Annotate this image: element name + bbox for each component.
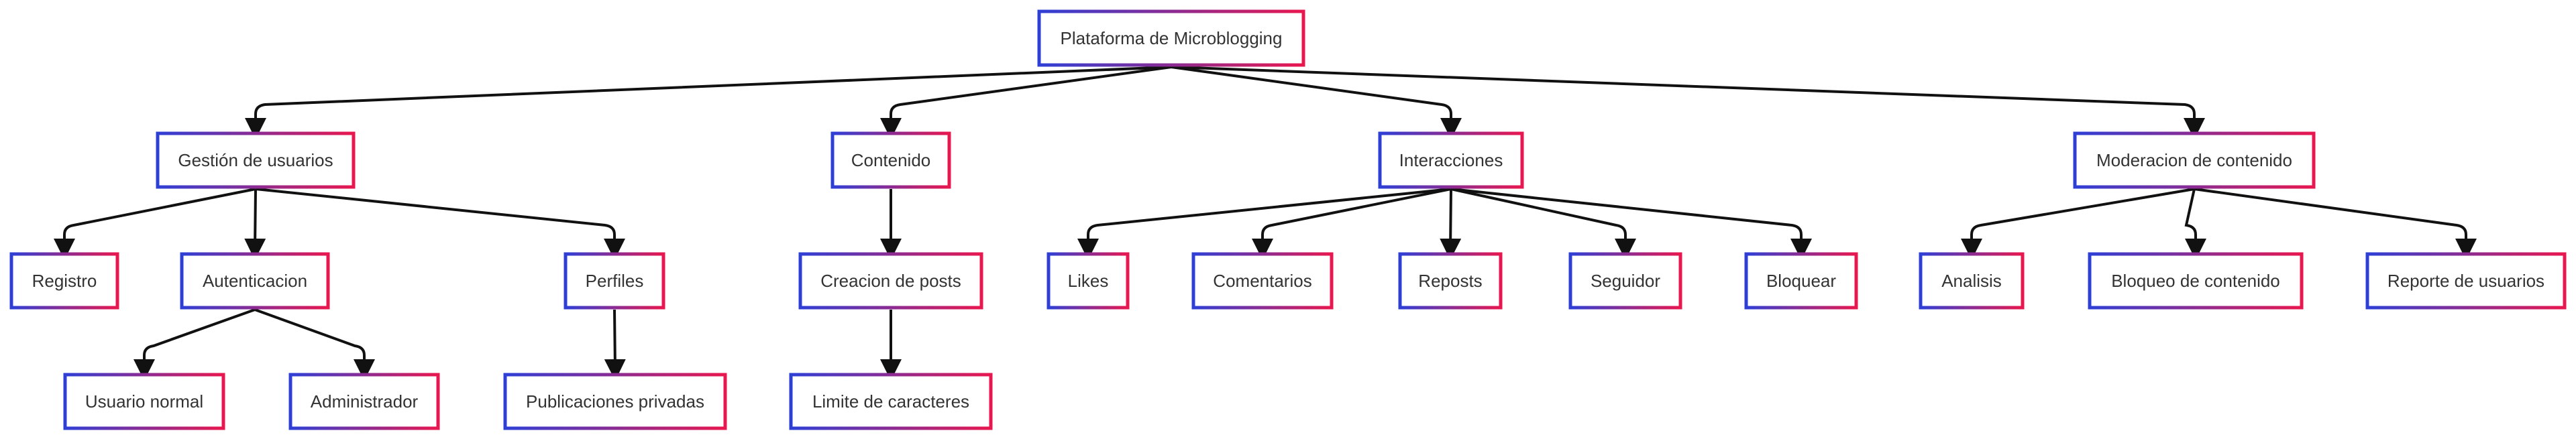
- node-bloqueo: Bloqueo de contenido: [2088, 252, 2304, 310]
- node-box-registro: [9, 252, 119, 310]
- node-box-contenido: [830, 131, 951, 189]
- node-label-bloquear: Bloquear: [1766, 271, 1836, 291]
- edge-usuarios-to-autenticacion: [244, 188, 266, 260]
- edge-root-to-contenido: [880, 66, 1172, 139]
- node-box-privadas: [503, 373, 727, 430]
- edge-moderacion-to-analisis: [1961, 188, 2195, 260]
- node-box-reporte: [2365, 252, 2567, 310]
- edge-usuarios-to-perfiles: [255, 188, 625, 260]
- edge-usuarios-to-registro: [54, 188, 256, 260]
- edge-interacciones-to-bloquear: [1450, 188, 1812, 260]
- edge-moderacion-to-bloqueo: [2184, 188, 2206, 260]
- edge-interacciones-to-likes: [1077, 188, 1452, 260]
- node-box-usuarios: [156, 131, 356, 189]
- node-label-root: Plataforma de Microblogging: [1061, 28, 1283, 48]
- node-label-bloqueo: Bloqueo de contenido: [2111, 271, 2280, 291]
- edge-autenticacion-to-admin: [254, 308, 375, 381]
- node-box-bloqueo: [2088, 252, 2304, 310]
- node-label-likes: Likes: [1068, 271, 1109, 291]
- node-analisis: Analisis: [1919, 252, 2025, 310]
- node-box-interacciones: [1378, 131, 1524, 189]
- node-label-admin: Administrador: [311, 391, 419, 412]
- node-creacion: Creacion de posts: [798, 252, 983, 310]
- node-label-comentarios: Comentarios: [1213, 271, 1311, 291]
- node-limite: Limite de caracteres: [789, 373, 993, 430]
- node-reposts: Reposts: [1398, 252, 1503, 310]
- node-normal: Usuario normal: [63, 373, 225, 430]
- node-privadas: Publicaciones privadas: [503, 373, 727, 430]
- node-seguidor: Seguidor: [1568, 252, 1682, 310]
- node-label-usuarios: Gestión de usuarios: [178, 150, 333, 170]
- node-admin: Administrador: [288, 373, 440, 430]
- node-label-reposts: Reposts: [1418, 271, 1482, 291]
- node-label-creacion: Creacion de posts: [820, 271, 961, 291]
- node-box-reposts: [1398, 252, 1503, 310]
- edge-autenticacion-to-normal: [133, 308, 256, 381]
- node-interacciones: Interacciones: [1378, 131, 1524, 189]
- node-box-analisis: [1919, 252, 2025, 310]
- node-label-limite: Limite de caracteres: [812, 391, 969, 412]
- node-label-registro: Registro: [32, 271, 97, 291]
- node-label-privadas: Publicaciones privadas: [526, 391, 704, 412]
- node-label-analisis: Analisis: [1941, 271, 2002, 291]
- edge-interacciones-to-seguidor: [1450, 188, 1636, 260]
- edges-layer: [54, 66, 2477, 381]
- edge-moderacion-to-reporte: [2194, 188, 2477, 260]
- node-box-seguidor: [1568, 252, 1682, 310]
- node-box-creacion: [798, 252, 983, 310]
- node-label-moderacion: Moderacion de contenido: [2096, 150, 2292, 170]
- node-label-contenido: Contenido: [851, 150, 931, 170]
- node-moderacion: Moderacion de contenido: [2073, 131, 2316, 189]
- node-box-comentarios: [1191, 252, 1334, 310]
- node-label-seguidor: Seguidor: [1591, 271, 1660, 291]
- node-autenticacion: Autenticacion: [180, 252, 330, 310]
- node-box-moderacion: [2073, 131, 2316, 189]
- node-box-bloquear: [1744, 252, 1858, 310]
- node-bloquear: Bloquear: [1744, 252, 1858, 310]
- node-box-likes: [1046, 252, 1130, 310]
- node-root: Plataforma de Microblogging: [1037, 9, 1305, 67]
- node-label-reporte: Reporte de usuarios: [2387, 271, 2544, 291]
- edge-root-to-usuarios: [245, 66, 1172, 139]
- node-box-root: [1037, 9, 1305, 67]
- node-box-perfiles: [564, 252, 665, 310]
- edge-root-to-moderacion: [1171, 66, 2205, 139]
- node-label-autenticacion: Autenticacion: [203, 271, 307, 291]
- edge-interacciones-to-reposts: [1440, 188, 1462, 260]
- node-label-interacciones: Interacciones: [1399, 150, 1503, 170]
- node-comentarios: Comentarios: [1191, 252, 1334, 310]
- node-usuarios: Gestión de usuarios: [156, 131, 356, 189]
- edge-perfiles-to-privadas: [604, 309, 626, 381]
- node-box-limite: [789, 373, 993, 430]
- node-label-perfiles: Perfiles: [586, 271, 644, 291]
- node-label-normal: Usuario normal: [85, 391, 203, 412]
- node-likes: Likes: [1046, 252, 1130, 310]
- edge-root-to-interacciones: [1171, 66, 1462, 139]
- node-perfiles: Perfiles: [564, 252, 665, 310]
- node-registro: Registro: [9, 252, 119, 310]
- node-box-normal: [63, 373, 225, 430]
- edge-interacciones-to-comentarios: [1252, 188, 1452, 260]
- node-box-autenticacion: [180, 252, 330, 310]
- node-contenido: Contenido: [830, 131, 951, 189]
- node-box-admin: [288, 373, 440, 430]
- node-reporte: Reporte de usuarios: [2365, 252, 2567, 310]
